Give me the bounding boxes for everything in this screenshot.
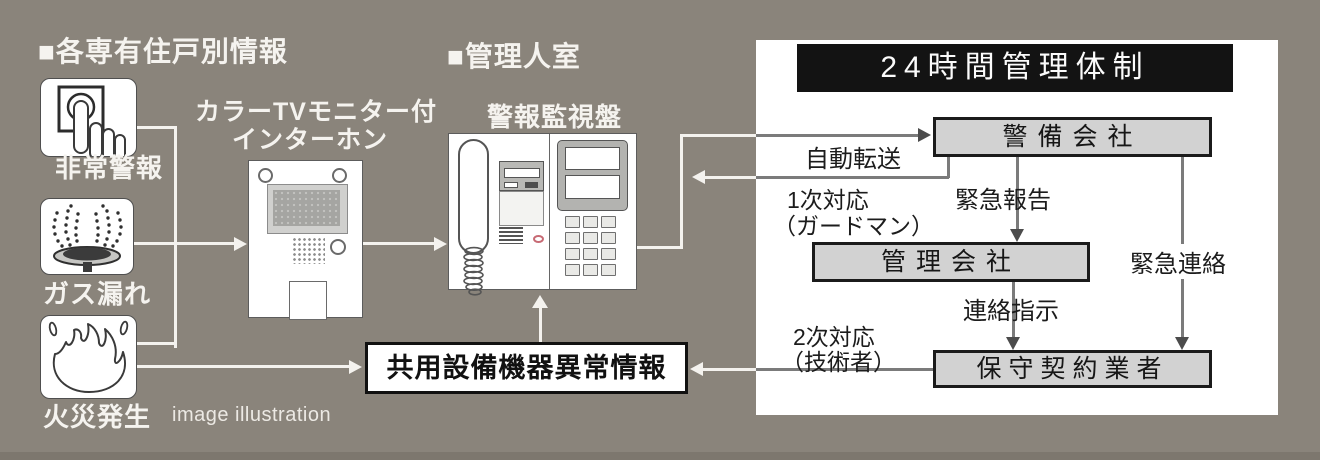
intercom-screw-left xyxy=(258,168,273,183)
arrow-instruction-into-maintenance xyxy=(1006,337,1020,350)
alarm-monitor-device xyxy=(448,133,637,296)
intercom-device xyxy=(248,160,363,320)
monitor-indicator-led xyxy=(533,235,544,243)
line-contact-instruction xyxy=(1012,282,1015,338)
secondary-response-label-line2: （技術者） xyxy=(781,349,896,375)
arrow-into-security-company xyxy=(918,128,931,142)
auto-transfer-label: 自動転送 xyxy=(805,146,901,173)
keypad-key xyxy=(583,232,598,244)
line-gas-to-intercom xyxy=(132,242,235,245)
monitor-control-unit xyxy=(499,161,544,191)
monitor-display-strip xyxy=(504,168,540,178)
bottom-edge-strip xyxy=(0,452,1320,460)
handset xyxy=(458,139,489,254)
primary-response-label-line1: 1次対応 xyxy=(787,187,869,213)
monitor-readout-2 xyxy=(565,175,620,199)
monitor-keypad xyxy=(565,216,616,276)
keypad-key xyxy=(565,264,580,276)
keypad-key xyxy=(601,216,616,228)
intercom-label-line2: インターホン xyxy=(231,126,388,154)
line-secondary-inside xyxy=(756,368,933,371)
keypad-key xyxy=(601,264,616,276)
monitor-speaker-grille xyxy=(499,227,523,244)
intercom-screen-frame xyxy=(267,184,348,234)
intercom-screw-right xyxy=(332,168,347,183)
secondary-response-label-line1: 2次対応 xyxy=(793,324,875,350)
section-header-manager-room: ■管理人室 xyxy=(447,41,581,72)
line-return-drop xyxy=(947,157,950,178)
intercom-call-button xyxy=(330,239,346,255)
keypad-key xyxy=(565,248,580,260)
keypad-key xyxy=(601,248,616,260)
gas-leak-label: ガス漏れ xyxy=(43,279,152,309)
line-to-panel-edge xyxy=(680,134,756,137)
monitor-display-unit xyxy=(557,140,628,211)
arrow-into-shared-box-left xyxy=(349,360,362,374)
primary-response-label-line2: （ガードマン） xyxy=(773,213,934,239)
line-monitor-out-horizontal xyxy=(637,246,683,249)
line-return-outside xyxy=(704,176,756,179)
arrow-into-monitor xyxy=(434,237,447,251)
contact-instruction-label: 連絡指示 xyxy=(963,298,1059,325)
fire-art xyxy=(48,320,129,393)
line-trunk-vertical xyxy=(174,126,177,348)
arrow-into-shared-box-right xyxy=(690,362,703,376)
monitor-readout-1 xyxy=(565,147,620,170)
keypad-key xyxy=(565,216,580,228)
keypad-key xyxy=(583,248,598,260)
handset-cord xyxy=(463,246,484,296)
line-monitor-out-vertical xyxy=(680,134,683,249)
line-emergency-to-trunk xyxy=(134,126,176,129)
panel-title: 24時間管理体制 xyxy=(797,44,1233,92)
line-shared-box-to-monitor xyxy=(539,306,542,342)
keypad-key xyxy=(583,216,598,228)
line-emergency-report xyxy=(1016,157,1019,231)
emergency-alarm-label: 非常警報 xyxy=(55,153,164,183)
arrow-into-management-company xyxy=(1010,229,1024,242)
line-intercom-to-monitor xyxy=(363,242,435,245)
shared-equipment-box: 共用設備機器異常情報 xyxy=(365,342,688,394)
emergency-report-label: 緊急報告 xyxy=(955,187,1051,214)
fire-label: 火災発生 xyxy=(43,402,152,432)
intercom-label-line1: カラーTVモニター付 xyxy=(195,98,437,126)
emergency-contact-label: 緊急連絡 xyxy=(1127,244,1229,279)
line-return-inside xyxy=(756,176,949,179)
emergency-button-icon xyxy=(40,78,137,157)
emergency-button-art xyxy=(57,85,126,156)
line-auto-transfer xyxy=(756,134,920,137)
arrow-return-to-monitor xyxy=(692,170,705,184)
gas-leak-art xyxy=(52,204,123,272)
line-fire-to-shared-box xyxy=(134,365,350,368)
monitor-divider xyxy=(549,134,550,289)
section-header-unit-info: ■各専有住戸別情報 xyxy=(38,36,288,67)
intercom-speaker-grille xyxy=(292,237,325,264)
arrow-up-into-monitor xyxy=(532,295,548,308)
arrow-contact-into-maintenance xyxy=(1175,337,1189,350)
fire-icon xyxy=(40,315,137,399)
arrow-into-intercom xyxy=(234,237,247,251)
security-company-box: 警備会社 xyxy=(933,117,1212,157)
line-fire-to-trunk xyxy=(134,342,176,345)
management-company-box: 管理会社 xyxy=(812,242,1090,282)
maintenance-contractor-box: 保守契約業者 xyxy=(933,350,1212,388)
line-secondary-outside xyxy=(702,368,756,371)
monitor-button-light xyxy=(504,182,518,188)
alarm-panel-label: 警報監視盤 xyxy=(487,102,623,132)
monitor-lower-panel xyxy=(499,191,544,226)
keypad-key xyxy=(583,264,598,276)
intercom-screen xyxy=(273,190,340,226)
intercom-label: カラーTVモニター付 インターホン xyxy=(195,98,437,154)
image-illustration-caption: image illustration xyxy=(172,404,332,426)
keypad-key xyxy=(601,232,616,244)
intercom-bottom-panel xyxy=(289,281,327,320)
monitor-button-dark xyxy=(525,182,538,188)
gas-leak-icon xyxy=(40,198,134,275)
keypad-key xyxy=(565,232,580,244)
